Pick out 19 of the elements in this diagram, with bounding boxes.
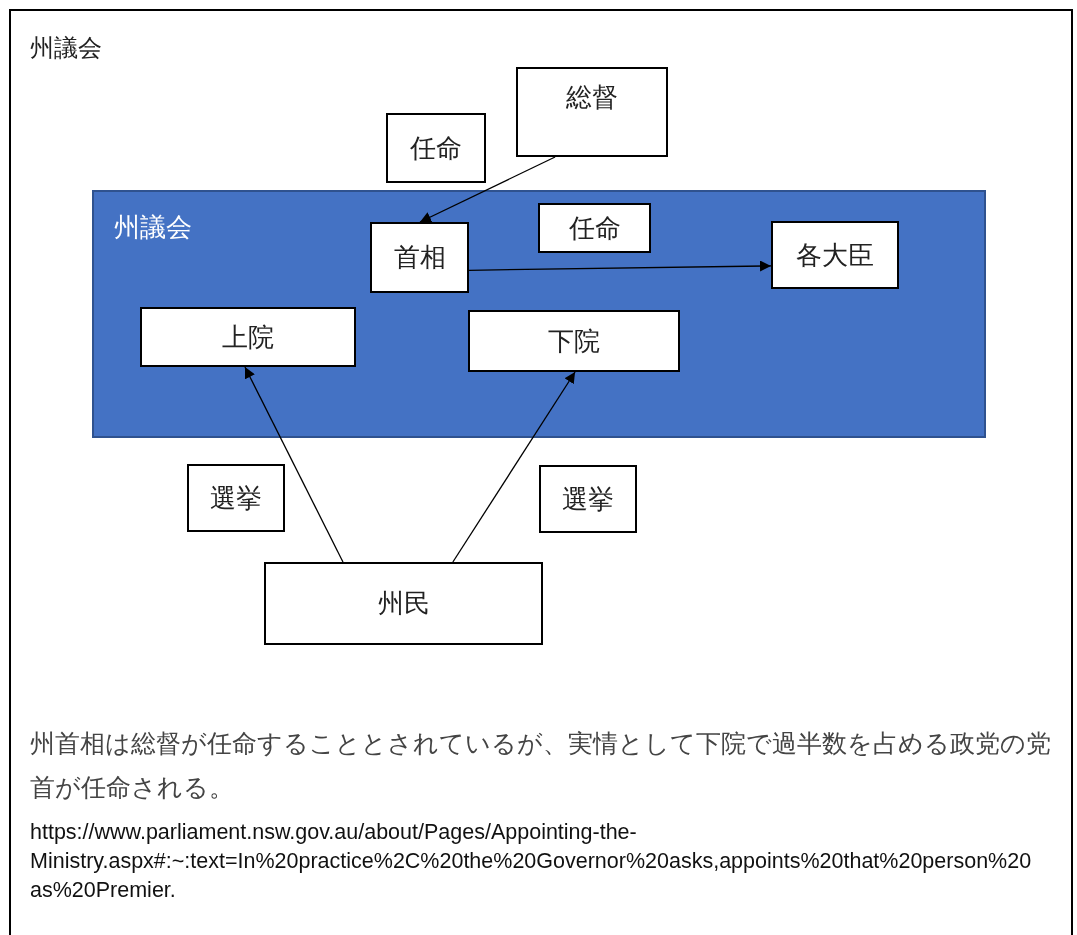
panel-heading: 州議会 [114, 211, 192, 244]
chamber-box: 下院 [468, 310, 680, 372]
label-box: 任命 [538, 203, 651, 253]
office-box: 総督 [516, 67, 668, 157]
source-url: https://www.parliament.nsw.gov.au/about/Pages/Appointing-the-Ministry.aspx#:~:text=In%20practice%2C%20the%20Governor%20asks,appoints%20that%20person%20as%20Premier. [30, 819, 1033, 904]
caption: 州首相は総督が任命することとされているが、実情として下院で過半数を占める政党の党首が任命される。 [30, 728, 1052, 804]
label-box: 選挙 [187, 464, 285, 532]
label-box: 任命 [386, 113, 486, 183]
title: 州議会 [30, 33, 102, 64]
office-box: 首相 [370, 222, 469, 293]
arrow [419, 156, 556, 223]
arrow [468, 260, 772, 272]
office-box: 各大臣 [771, 221, 899, 289]
arrow [244, 366, 344, 563]
arrow [452, 371, 576, 563]
parliament-panel [92, 190, 986, 438]
people-box: 州民 [264, 562, 543, 645]
chamber-box: 上院 [140, 307, 356, 367]
label-box: 選挙 [539, 465, 637, 533]
